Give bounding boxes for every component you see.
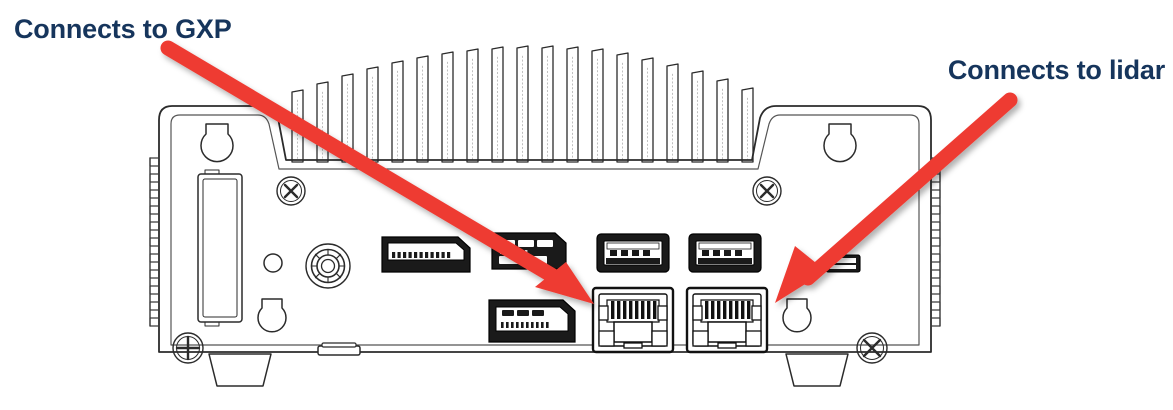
chassis-foot-left — [208, 353, 272, 387]
annotation-label-lidar: Connects to lidar — [947, 55, 1165, 85]
chassis-foot-right — [785, 353, 849, 387]
arrow-lidar — [775, 92, 1018, 303]
chassis-outline — [158, 105, 932, 353]
port-usb-a-2 — [688, 233, 762, 273]
port-displayport-1 — [381, 236, 471, 273]
expansion-blank-plate — [197, 169, 243, 327]
annotation-label-gxp: Connects to GXP — [14, 14, 232, 44]
side-cooling-ridges — [149, 157, 941, 327]
port-ethernet-rj45-2 — [685, 286, 769, 354]
port-usb-a-1 — [596, 233, 670, 273]
heatsink-fins — [291, 45, 754, 163]
port-displayport-3 — [488, 299, 576, 343]
port-ethernet-rj45-1 — [591, 286, 675, 354]
mounting-ring-cutouts — [200, 123, 857, 333]
antenna-connector — [305, 243, 351, 289]
chassis-screws — [172, 176, 888, 364]
bottom-center-tab — [317, 342, 361, 356]
arrow-gxp — [160, 40, 594, 304]
